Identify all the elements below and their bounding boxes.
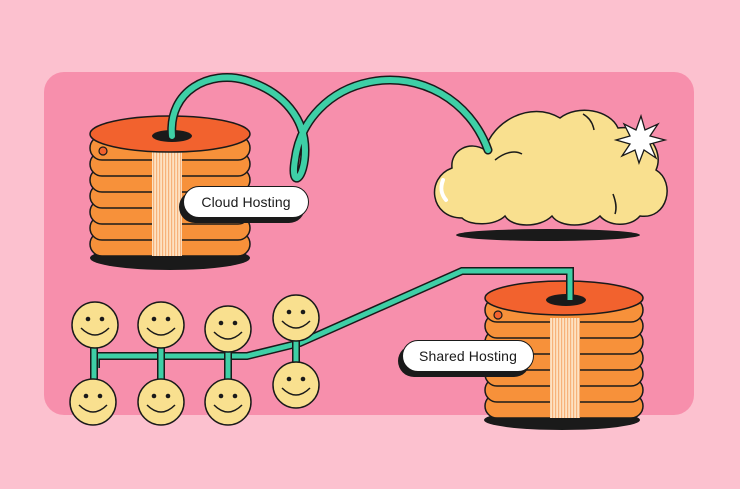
smiley-icon — [137, 378, 185, 426]
smiley-icon — [272, 294, 320, 342]
smiley-icon — [71, 301, 119, 349]
smiley-icon — [69, 378, 117, 426]
cloud-cable — [167, 72, 493, 183]
cloud-shadow — [456, 229, 640, 241]
smiley-icon — [272, 361, 320, 409]
smiley-icon — [137, 301, 185, 349]
cloud-hosting-label: Cloud Hosting — [183, 186, 309, 218]
sparkle-icon — [613, 113, 668, 165]
shared-hosting-label: Shared Hosting — [402, 340, 534, 372]
smiley-icon — [204, 305, 252, 353]
smiley-icon — [204, 378, 252, 426]
smiley-users — [69, 294, 320, 426]
cloud-icon — [433, 109, 668, 226]
